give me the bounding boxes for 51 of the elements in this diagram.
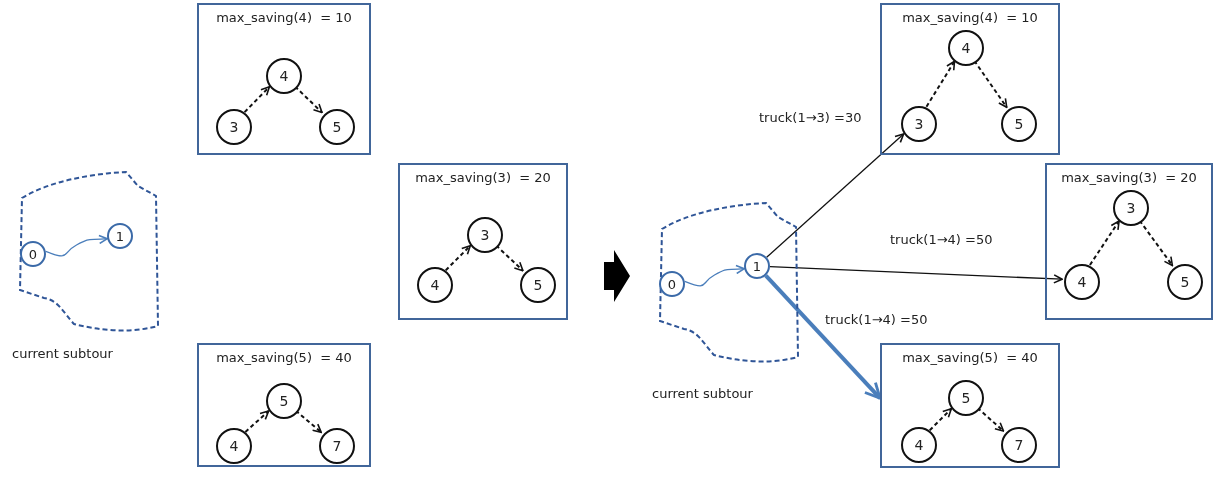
arrow xyxy=(1088,220,1121,266)
node-circle: 4 xyxy=(216,428,252,464)
arrow xyxy=(925,60,956,108)
arrow xyxy=(769,265,1063,284)
node-box xyxy=(197,343,371,467)
node-box xyxy=(1045,163,1213,320)
edge-label: truck(1→4) =50 xyxy=(888,232,995,247)
node-circle: 5 xyxy=(520,267,556,303)
arrow xyxy=(243,85,271,114)
node-title: max_saving(3) = 20 xyxy=(414,170,552,185)
caption-text: current subtour xyxy=(12,346,113,361)
arrow xyxy=(764,274,882,400)
edge-label: truck(1→4) =50 xyxy=(823,312,930,327)
node-circle: 3 xyxy=(1113,190,1149,226)
node-box xyxy=(197,3,371,155)
node-circle: 0 xyxy=(20,241,46,267)
node-title: max_saving(4) = 10 xyxy=(901,10,1039,25)
node-title: max_saving(4) = 10 xyxy=(215,10,353,25)
node-circle: 3 xyxy=(216,109,252,145)
node-circle: 1 xyxy=(744,253,770,279)
node-box xyxy=(880,343,1060,468)
node-circle: 4 xyxy=(901,427,937,463)
node-title: max_saving(5) = 40 xyxy=(901,350,1039,365)
node-box xyxy=(880,3,1060,155)
arrow xyxy=(444,244,472,272)
edge-label: truck(1→3) =30 xyxy=(757,110,864,125)
node-circle: 3 xyxy=(467,217,503,253)
arrow xyxy=(244,410,270,433)
node-circle: 0 xyxy=(659,271,685,297)
node-circle: 7 xyxy=(319,428,355,464)
node-circle: 1 xyxy=(107,223,133,249)
node-circle: 4 xyxy=(266,58,302,94)
arrow xyxy=(495,244,524,272)
node-circle: 5 xyxy=(1001,106,1037,142)
node-circle: 5 xyxy=(266,383,302,419)
arrow xyxy=(928,407,953,432)
node-circle: 4 xyxy=(948,30,984,66)
node-circle: 7 xyxy=(1001,427,1037,463)
arrow xyxy=(766,133,905,258)
node-circle: 5 xyxy=(948,380,984,416)
node-title: max_saving(5) = 40 xyxy=(215,350,353,365)
arrow xyxy=(45,234,109,257)
caption-text: current subtour xyxy=(652,386,753,401)
node-title: max_saving(3) = 20 xyxy=(1060,170,1198,185)
node-box xyxy=(398,163,568,320)
node-circle: 5 xyxy=(319,109,355,145)
node-circle: 4 xyxy=(417,267,453,303)
node-circle: 3 xyxy=(901,106,937,142)
node-circle: 4 xyxy=(1064,264,1100,300)
arrow xyxy=(684,264,746,287)
node-circle: 5 xyxy=(1167,264,1203,300)
